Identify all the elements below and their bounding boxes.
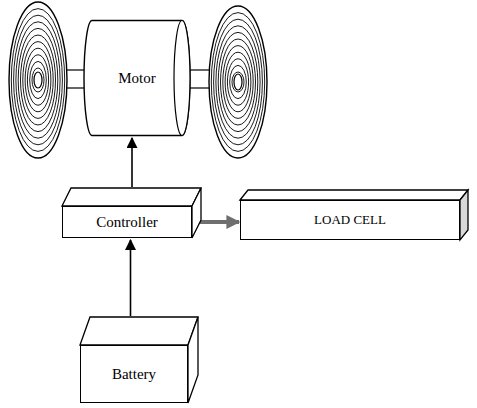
box-top-face [240,190,468,200]
box-side-face [460,190,468,240]
node-label: Motor [118,70,156,87]
right-wheel [209,6,267,158]
wheel-ring [23,42,53,119]
wheel-ring [209,6,267,158]
wheel-hub [234,74,242,90]
wheel-ring [30,61,47,98]
wheel-ring [32,68,44,92]
motor-cylinder: Motor [84,20,190,136]
wheel-ring [218,32,258,131]
motor-body [84,21,190,136]
wheel-ring [11,9,64,152]
wheel-ring [221,39,256,125]
wheel-ring [25,48,51,112]
wheel-ring [230,65,247,98]
node-label: LOAD CELL [314,213,386,227]
battery-box: Battery [80,345,188,403]
wheel-ring [14,15,63,145]
wheel-ring [214,19,263,145]
connector-arrow [130,240,132,316]
node-label: Battery [112,366,156,383]
left-wheel [9,2,67,158]
wheel-ring [16,22,60,138]
wheel-ring [225,52,251,112]
controller-box: Controller [62,206,192,238]
wheel-ring [227,59,248,105]
connector-arrow [131,138,133,187]
wheel-ring [27,55,48,105]
box-side-face [192,188,201,238]
node-label: Controller [96,214,158,231]
wheel-ring [211,13,264,152]
shaft [44,70,234,88]
wheel-hub [34,72,42,88]
wheel-ring [232,72,244,92]
box-top-face [80,317,198,345]
box-top-face [62,188,201,206]
wheel-ring [21,35,56,125]
load-cell-box: LOAD CELL [240,200,460,240]
box-side-face [188,317,198,403]
wheel-ring [223,46,253,119]
wheel-ring [18,28,58,131]
wheel-ring [216,26,260,138]
motor-end [174,21,190,136]
wheel-ring [9,2,67,158]
